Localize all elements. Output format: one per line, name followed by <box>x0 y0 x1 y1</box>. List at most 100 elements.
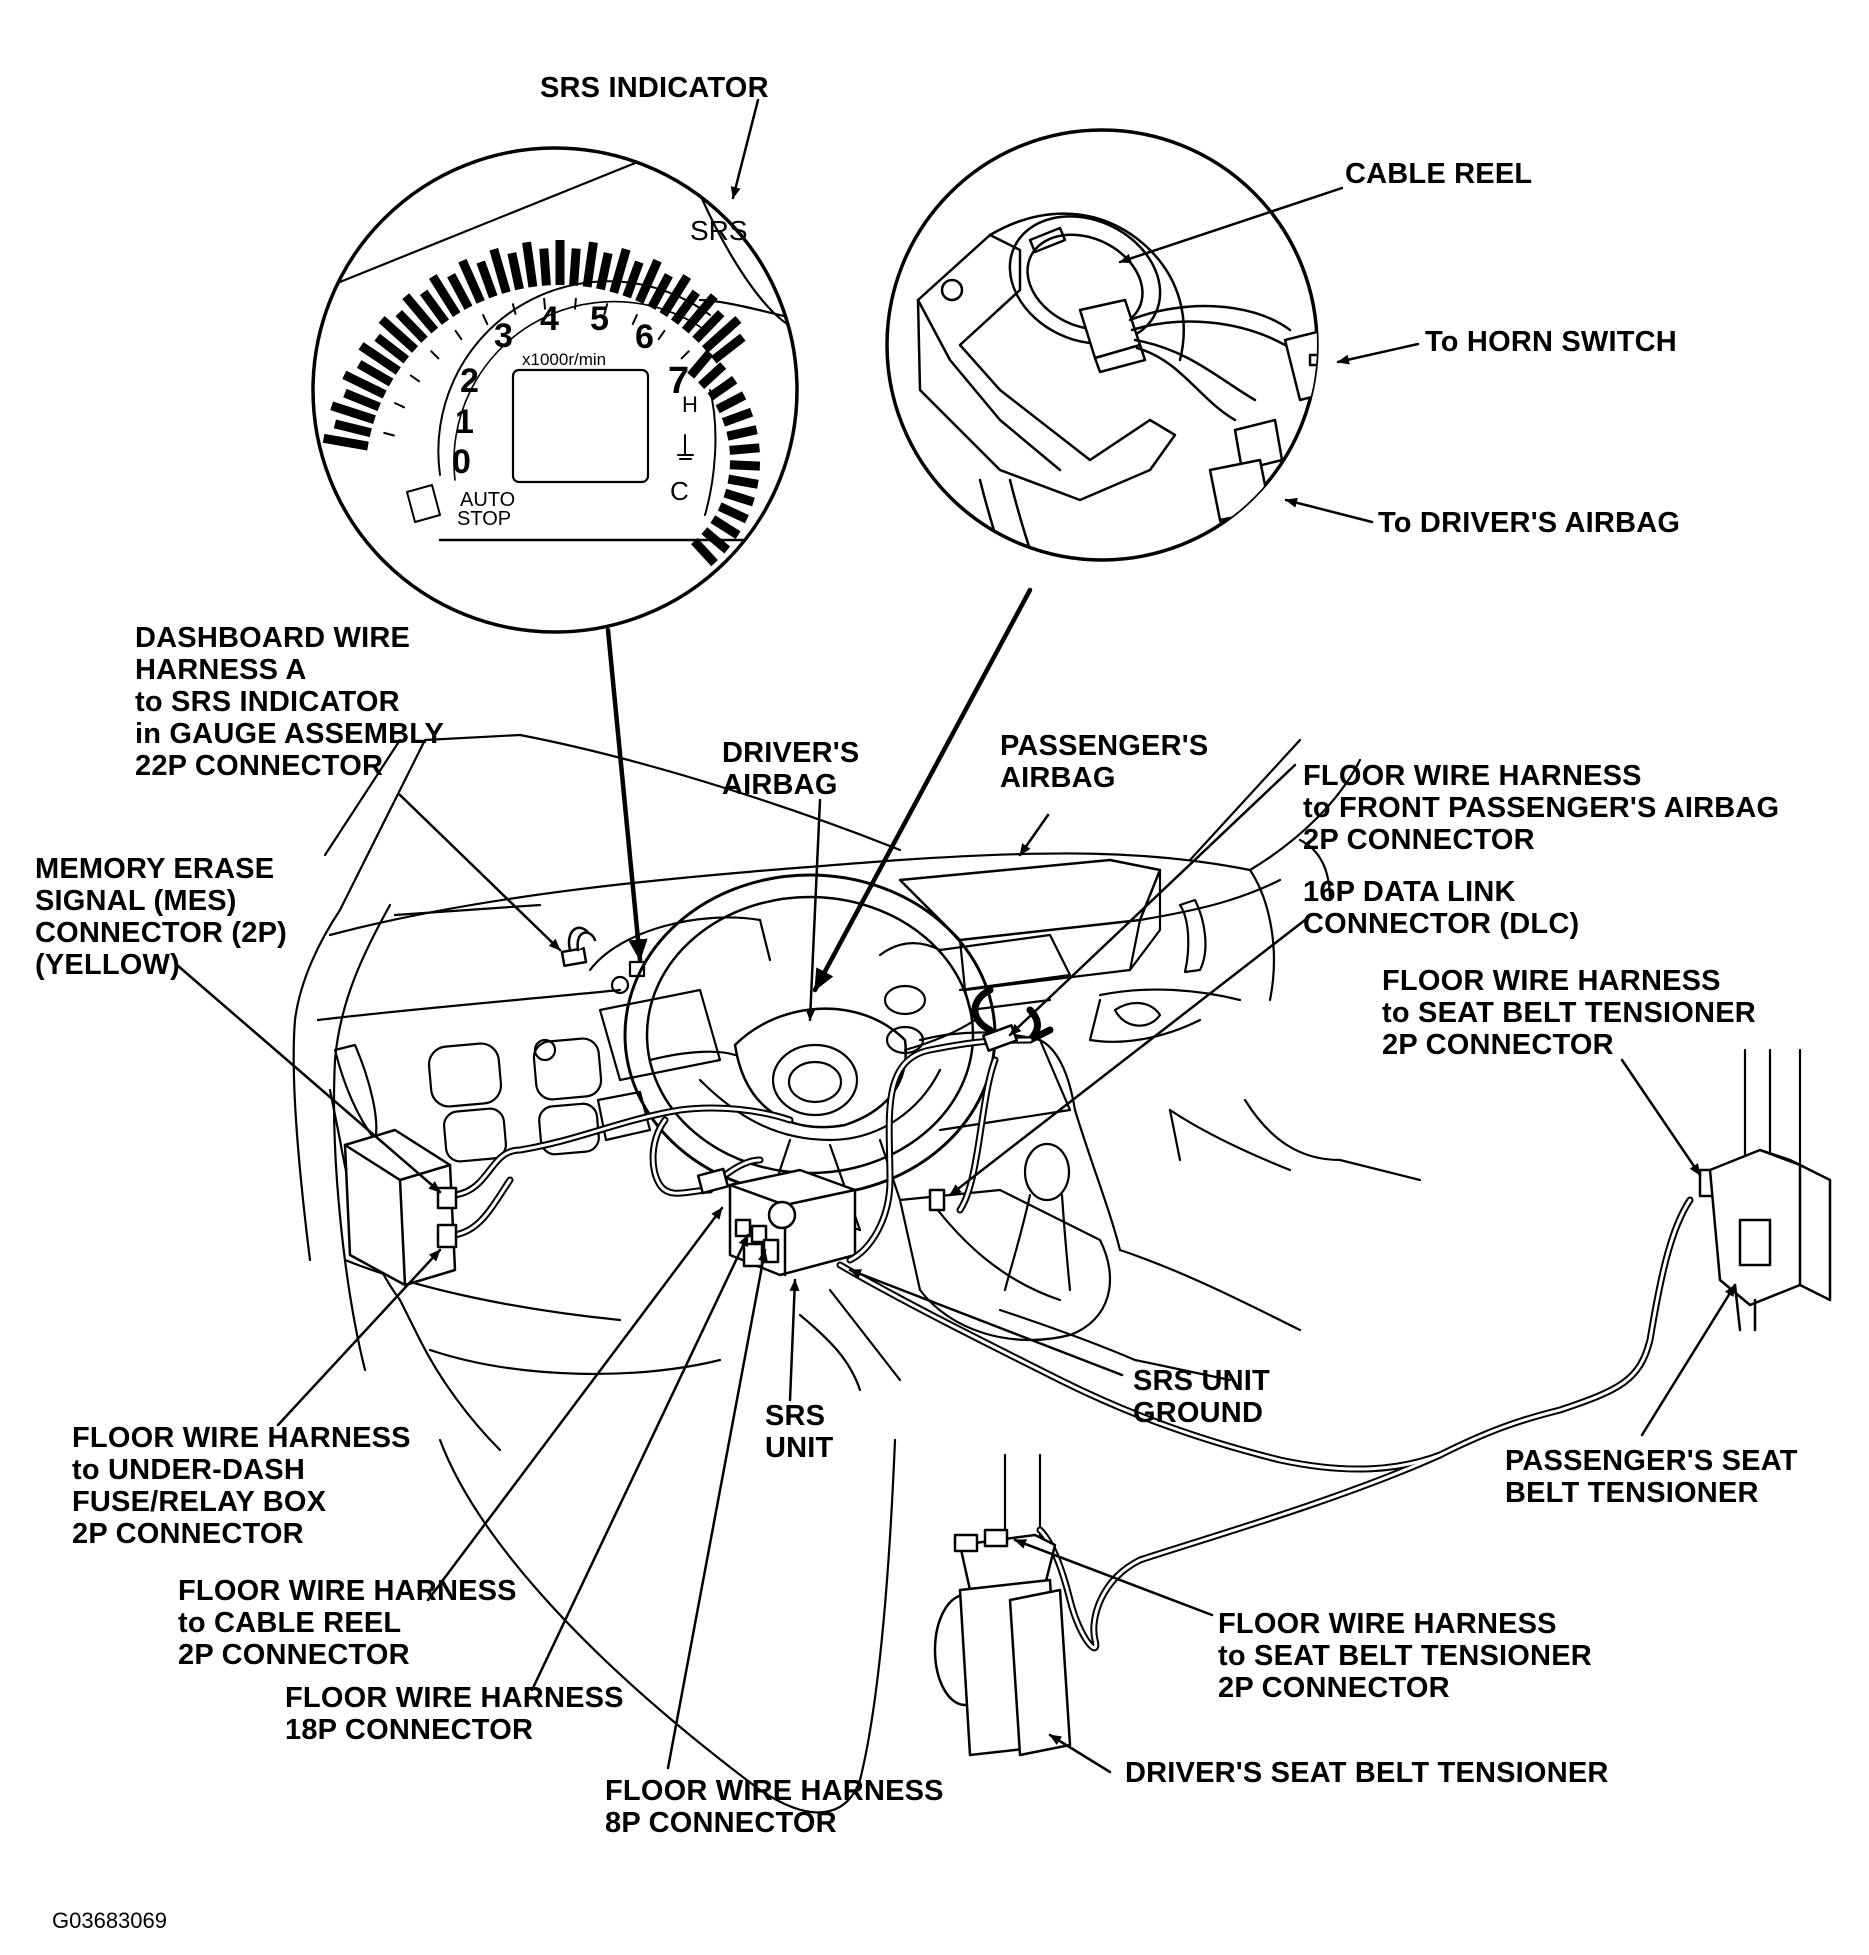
under-dash-fuse-relay-box <box>343 1128 458 1287</box>
gauge-digit-1: 1 <box>455 403 474 441</box>
label-dashboard-harness: DASHBOARD WIRE HARNESS A to SRS INDICATO… <box>135 622 445 782</box>
tach-minor-tick <box>574 297 577 310</box>
leader-lines <box>175 98 1737 1774</box>
tach-tick <box>635 258 662 304</box>
label-srs-unit-ground: SRS UNIT GROUND <box>1133 1365 1270 1429</box>
gauge-digit-3: 3 <box>494 317 513 355</box>
tach-tick <box>489 248 511 294</box>
tach-minor-tick <box>482 314 489 326</box>
gauge-rpm-unit: x1000r/min <box>522 350 606 369</box>
tach-tick <box>692 309 725 343</box>
tach-minor-tick <box>631 314 638 326</box>
tach-tick <box>378 316 419 353</box>
gauge-digit-2: 2 <box>460 362 479 400</box>
drivers-seat-belt-tensioner-part <box>933 1528 1072 1757</box>
gauge-inset: SRS 0 1 2 3 4 5 6 7 x1000r/min H C AUTO … <box>311 146 799 634</box>
gauge-digit-6: 6 <box>635 318 654 356</box>
cable-reel-inset <box>885 128 1319 562</box>
harness-connectors <box>560 926 1716 1212</box>
tach-minor-tick <box>383 431 395 437</box>
tach-minor-tick <box>394 402 406 409</box>
gauge-hot: H <box>682 392 698 417</box>
tach-minor-tick <box>657 329 666 341</box>
figure-id: G03683069 <box>52 1908 167 1933</box>
passengers-seat-belt-tensioner-part <box>1708 1148 1832 1332</box>
label-floor-harness-cable-reel: FLOOR WIRE HARNESS to CABLE REEL 2P CONN… <box>178 1575 517 1671</box>
label-floor-harness-front-passenger: FLOOR WIRE HARNESS to FRONT PASSENGER'S … <box>1303 760 1780 856</box>
tach-tick <box>358 342 401 375</box>
temp-tick <box>717 502 749 524</box>
tach-tick <box>710 333 746 364</box>
tach-tick <box>476 260 498 299</box>
tach-tick <box>419 289 450 325</box>
label-to-horn-switch: To HORN SWITCH <box>1425 326 1677 358</box>
tach-tick <box>670 289 701 325</box>
tach-tick <box>322 433 369 451</box>
label-drivers-airbag: DRIVER'S AIRBAG <box>722 737 860 801</box>
temp-tick <box>687 349 714 379</box>
srs-unit-module <box>728 1168 857 1277</box>
tach-tick <box>458 258 485 304</box>
gauge-digit-0: 0 <box>452 443 471 481</box>
temp-tick <box>729 460 761 471</box>
temp-tick <box>727 474 759 489</box>
gauge-digit-4: 4 <box>540 300 559 338</box>
tach-tick <box>356 360 394 387</box>
label-dlc: 16P DATA LINK CONNECTOR (DLC) <box>1303 876 1580 940</box>
tach-minor-tick <box>409 374 421 383</box>
tach-tick <box>428 274 461 317</box>
tach-tick <box>333 419 372 438</box>
temp-tick <box>726 425 758 441</box>
gauge-digit-7: 7 <box>668 360 689 402</box>
tach-minor-tick <box>511 303 517 315</box>
label-passengers-seat-belt-tensioner: PASSENGER'S SEAT BELT TENSIONER <box>1505 1445 1798 1509</box>
tach-tick <box>681 293 718 334</box>
label-floor-harness-18p: FLOOR WIRE HARNESS 18P CONNECTOR <box>285 1682 624 1746</box>
tach-tick <box>402 293 439 334</box>
label-floor-harness-fuse-box: FLOOR WIRE HARNESS to UNDER-DASH FUSE/RE… <box>72 1422 411 1550</box>
temp-tick <box>715 391 747 414</box>
coolant-temp-icon <box>677 434 694 460</box>
temp-tick <box>690 538 718 567</box>
tach-tick <box>701 316 742 353</box>
tach-tick <box>343 388 381 412</box>
dashboard-outline <box>292 733 1802 1814</box>
temp-tick <box>710 515 741 539</box>
tach-tick <box>539 248 551 286</box>
label-mes-connector: MEMORY ERASE SIGNAL (MES) CONNECTOR (2P)… <box>35 853 288 981</box>
tach-minor-tick <box>603 303 609 315</box>
tach-tick <box>609 248 631 294</box>
gauge-auto-stop-1: AUTO <box>460 489 515 511</box>
label-srs-unit: SRS UNIT <box>765 1400 834 1464</box>
tach-minor-tick <box>680 350 690 360</box>
gauge-cold: C <box>670 476 689 506</box>
label-floor-harness-seat-belt-bottom: FLOOR WIRE HARNESS to SEAT BELT TENSIONE… <box>1218 1608 1592 1704</box>
tach-tick <box>395 309 428 343</box>
gauge-auto-stop-2: STOP <box>457 508 511 530</box>
tach-tick <box>522 241 538 288</box>
temp-tick <box>721 407 754 427</box>
tach-minor-tick <box>430 350 440 360</box>
tach-tick <box>330 401 376 424</box>
tach-minor-tick <box>454 329 463 341</box>
temp-tick <box>729 443 760 455</box>
label-drivers-seat-belt-tensioner: DRIVER'S SEAT BELT TENSIONER <box>1125 1757 1609 1789</box>
label-srs-indicator: SRS INDICATOR <box>540 72 769 104</box>
label-cable-reel: CABLE REEL <box>1345 158 1533 190</box>
gauge-srs-text: SRS <box>690 215 748 246</box>
gauge-digit-5: 5 <box>590 300 609 338</box>
tach-tick <box>447 273 473 310</box>
tach-tick <box>647 273 673 310</box>
temp-tick <box>707 376 738 401</box>
tach-minor-tick <box>543 297 546 310</box>
label-to-drivers-airbag: To DRIVER'S AIRBAG <box>1378 507 1681 539</box>
temp-tick <box>723 488 755 507</box>
inset-leaders <box>605 587 1033 993</box>
tach-tick <box>596 252 613 291</box>
label-passengers-airbag: PASSENGER'S AIRBAG <box>1000 730 1209 794</box>
label-floor-harness-seat-belt-right: FLOOR WIRE HARNESS to SEAT BELT TENSIONE… <box>1382 965 1756 1061</box>
label-floor-harness-8p: FLOOR WIRE HARNESS 8P CONNECTOR <box>605 1775 944 1839</box>
temp-tick <box>701 527 731 554</box>
